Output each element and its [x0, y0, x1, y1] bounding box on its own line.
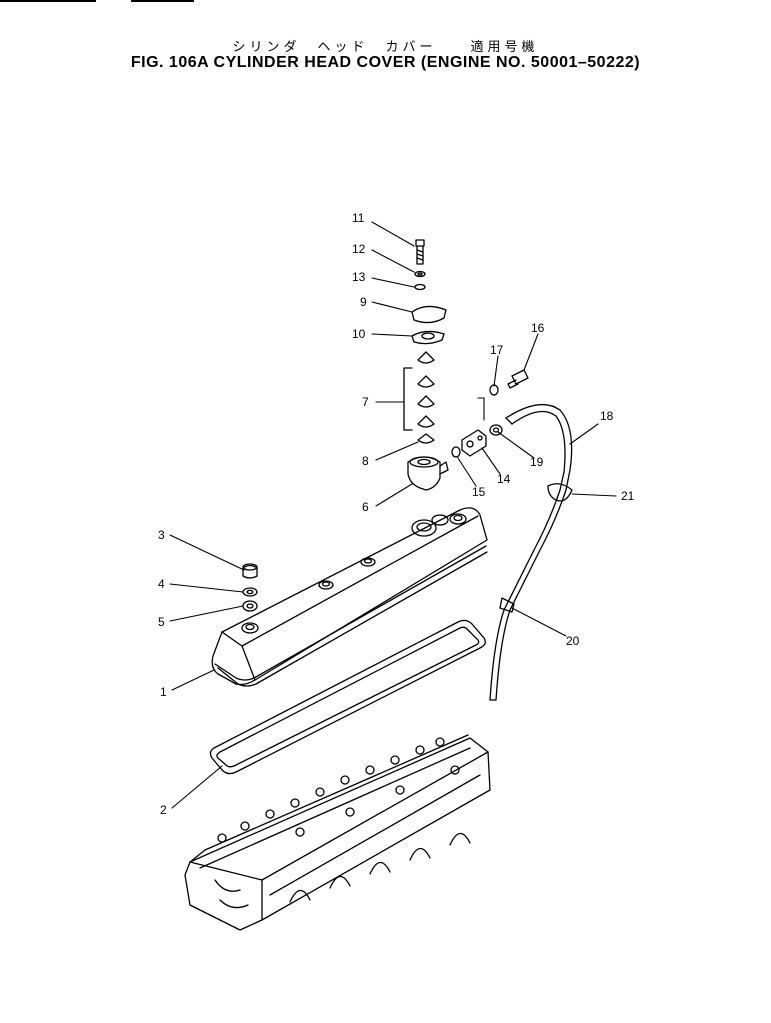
- plug-washers-drawing: [242, 563, 258, 612]
- label-1: 1: [160, 685, 167, 699]
- label-19: 19: [530, 455, 544, 469]
- label-12: 12: [352, 242, 366, 256]
- label-5: 5: [158, 615, 165, 629]
- label-11: 11: [352, 211, 365, 225]
- breather-cover-drawing: [411, 239, 447, 345]
- label-21: 21: [621, 489, 635, 503]
- label-4: 4: [158, 577, 165, 591]
- label-3: 3: [158, 528, 165, 542]
- label-18: 18: [600, 409, 614, 423]
- title-japanese: シリンダ ヘッド カバー 適用号機: [232, 40, 539, 55]
- label-13: 13: [352, 270, 366, 284]
- label-17: 17: [490, 343, 504, 357]
- label-10: 10: [352, 327, 366, 341]
- breather-tube-drawing: [489, 403, 573, 701]
- label-9: 9: [360, 295, 367, 309]
- label-14: 14: [497, 472, 511, 486]
- corner-rule-right: [131, 0, 194, 2]
- cylinder-head-drawing: [184, 734, 491, 931]
- label-2: 2: [160, 803, 167, 817]
- label-20: 20: [566, 634, 580, 648]
- breather-case-drawing: [407, 456, 449, 491]
- label-8: 8: [362, 454, 369, 468]
- label-16: 16: [531, 321, 545, 335]
- head-cover-drawing: [211, 507, 488, 687]
- label-15: 15: [472, 485, 486, 499]
- gasket-drawing: [209, 619, 486, 775]
- leader-lines: [169, 221, 617, 809]
- label-7: 7: [362, 395, 369, 409]
- part-number-labels: 11 12 13 9 10 7 8 6 16 17 18 19 14 15 21…: [158, 211, 635, 817]
- corner-rule-left: [0, 0, 96, 2]
- figure-title: FIG. 106A CYLINDER HEAD COVER (ENGINE NO…: [130, 54, 641, 71]
- tube-fitting-drawing: [451, 369, 529, 458]
- breather-elements-drawing: [403, 351, 435, 444]
- label-6: 6: [362, 500, 369, 514]
